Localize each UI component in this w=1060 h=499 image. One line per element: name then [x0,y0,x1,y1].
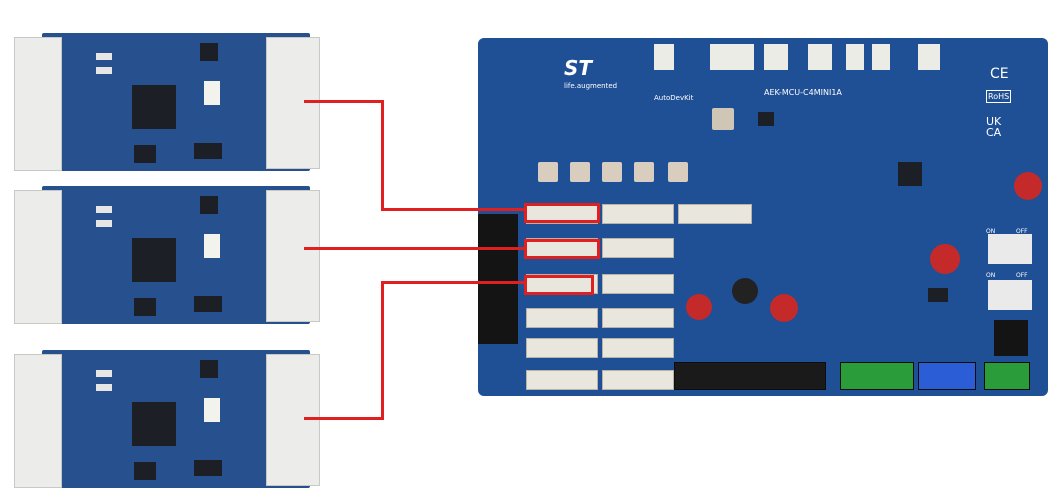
header-connector-5-1 [526,338,598,358]
pin-header [478,214,518,344]
left-connector [14,37,62,171]
small-ic [200,360,218,378]
push-button [570,162,590,182]
highlight-connector-3 [524,275,594,295]
capacitor [770,294,798,322]
ic [928,288,948,302]
wire-3-segment [304,417,384,420]
wire-3-segment [381,281,384,420]
autodevkit-label: AutoDevKit [654,94,693,102]
left-connector [14,190,62,324]
ce-mark: CE [990,66,1009,82]
crystal [96,67,112,74]
top-connector [654,44,674,70]
driver-ic [194,143,222,159]
regulator-ic [134,145,156,163]
switch-on-label: ON [986,272,995,279]
push-button [538,162,558,182]
power-switch [988,280,1032,310]
crystal [96,206,112,213]
regulator-ic [134,462,156,480]
header-connector-5-2 [602,338,674,358]
main-ic [132,402,176,446]
right-connector [266,190,320,322]
header-connector-6-2 [602,370,674,390]
dc-jack [994,320,1028,356]
ic [758,112,774,126]
push-button [602,162,622,182]
push-button [634,162,654,182]
terminal-block-green [840,362,914,390]
board-name: AEK-MCU-C4MINI1A [764,88,842,97]
header-connector-1-2 [602,204,674,224]
wire-1-segment [304,100,384,103]
expansion-module-2 [14,186,334,324]
reset-button [712,108,734,130]
crystal [96,220,112,227]
white-component [204,398,220,422]
capacitor [930,244,960,274]
expansion-module-3 [14,350,334,488]
top-connector [808,44,832,70]
white-component [204,234,220,258]
wire-3-segment [381,281,525,284]
regulator-ic [134,298,156,316]
white-component [204,81,220,105]
ic [898,162,922,186]
terminal-block-blue [918,362,976,390]
top-connector [846,44,864,70]
rohs-mark: RoHS [986,90,1011,103]
header-connector-4-1 [526,308,598,328]
ukca-mark: UK CA [986,116,1012,138]
right-connector [266,354,320,486]
capacitor [1014,172,1042,200]
expansion-module-1 [14,33,334,171]
st-logo: ST [564,56,592,80]
small-ic [200,43,218,61]
driver-ic [194,296,222,312]
top-connector [764,44,788,70]
terminal-block-green [984,362,1030,390]
main-ic [132,85,176,129]
st-tagline: life.augmented [564,82,617,90]
wire-1-segment [381,208,525,211]
header-connector-3-2 [602,274,674,294]
crystal [96,384,112,391]
push-button [668,162,688,182]
crystal [96,370,112,377]
top-connector [872,44,890,70]
main-ic [132,238,176,282]
wire-1-segment [381,100,384,211]
capacitor [686,294,712,320]
right-connector [266,37,320,169]
highlight-connector-2 [524,239,600,259]
switch-off-label: OFF [1016,272,1028,279]
power-switch [988,234,1032,264]
terminal-block-black [674,362,826,390]
small-ic [200,196,218,214]
top-connector [710,44,754,70]
highlight-connector-1 [524,203,600,223]
header-connector-2-2 [602,238,674,258]
top-connector [918,44,940,70]
wire-2-segment [304,247,525,250]
left-connector [14,354,62,488]
header-connector-1-3 [678,204,752,224]
header-connector-4-2 [602,308,674,328]
header-connector-6-1 [526,370,598,390]
crystal [96,53,112,60]
driver-ic [194,460,222,476]
inductor [732,278,758,304]
